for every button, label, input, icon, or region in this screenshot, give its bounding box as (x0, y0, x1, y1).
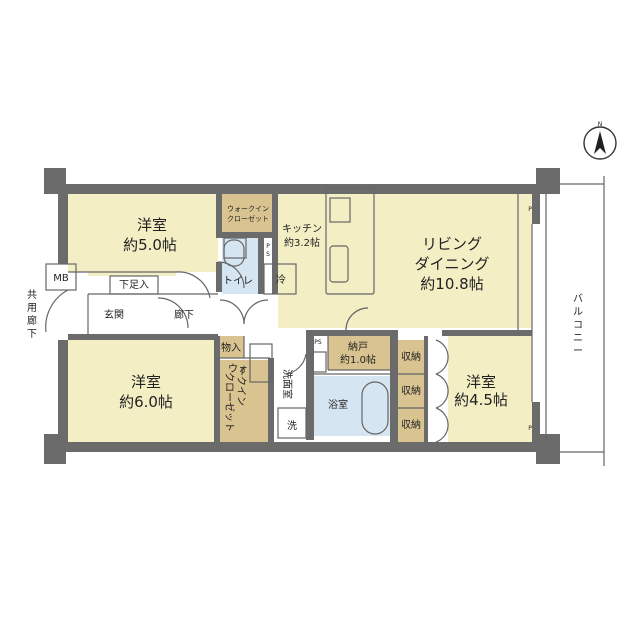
balcony-char-1: バ (573, 293, 583, 305)
common-corridor-label: 共 用 廊 下 (27, 289, 37, 340)
common-corridor-char-3: 廊 (27, 314, 37, 327)
storeroom-name: 納戸 (348, 340, 368, 353)
balcony-char-4: ニ (573, 333, 583, 344)
common-corridor-char-1: 共 (27, 289, 37, 301)
ps-symbol-p: P (266, 243, 270, 250)
living-dining-line1: リビング (422, 235, 482, 253)
toilet-label: トイレ (223, 276, 253, 287)
room-fill-wic-bottom (218, 360, 270, 442)
balcony-char-2: ル (573, 307, 583, 318)
bathroom-label: 浴室 (328, 398, 348, 411)
washer-symbol: 洗 (287, 420, 297, 432)
washroom-label: 洗面室 (281, 369, 294, 399)
room-fill-bath (314, 376, 394, 436)
fridge-symbol: 冷 (276, 273, 286, 286)
western-room-3-size: 約4.5帖 (454, 391, 508, 409)
wic-bottom-line3: クローゼット (223, 372, 235, 432)
balcony-label: バ ル コ ニ ー (573, 293, 583, 357)
balcony-char-3: コ (573, 320, 583, 331)
compass-rose: N (583, 121, 617, 160)
western-room-1-name: 洋室 (137, 216, 167, 234)
storage-label-2: 収納 (401, 384, 421, 397)
storeroom-size: 約1.0帖 (340, 353, 376, 366)
shoe-box-label: 下足入 (119, 279, 149, 291)
wic-bottom-label: ウォ ークイン クローゼット (223, 363, 248, 432)
room-fill-storage-3 (398, 340, 424, 442)
balcony-char-5: ー (573, 346, 583, 357)
mb-label: MB (53, 273, 69, 284)
storage-small-label: 物入 (221, 341, 241, 354)
common-corridor-char-4: 下 (27, 329, 37, 340)
north-arrow-icon (594, 131, 606, 154)
wic-top-line1: ウォークイン (227, 205, 269, 213)
western-room-1-size: 約5.0帖 (123, 236, 177, 254)
room-fill-toilet (222, 238, 262, 294)
wic-bottom-line1: ウォ (228, 363, 248, 375)
room-fill-western-2 (68, 340, 216, 442)
p-symbol-top: P (528, 206, 532, 213)
room-fill-western-3 (448, 336, 532, 442)
ps-symbol-s: S (266, 251, 270, 258)
room-fill-storage-small (218, 336, 244, 358)
room-fill-western-1b (88, 272, 176, 276)
storage-label-3: 収納 (401, 418, 421, 431)
thin-lines (45, 176, 605, 466)
hallway-label: 廊下 (174, 308, 194, 321)
storage-label-1: 収納 (401, 350, 421, 363)
compass-north-label: N (598, 121, 603, 128)
western-room-3-name: 洋室 (466, 373, 496, 391)
wic-bottom-line2: ークイン (235, 366, 247, 406)
ps-storeroom-symbol: PS (314, 339, 322, 346)
walls (44, 168, 560, 464)
western-room-2-size: 約6.0帖 (119, 393, 173, 411)
living-dining-size: 約10.8帖 (420, 275, 483, 293)
common-corridor-char-2: 用 (27, 303, 37, 314)
kitchen-name: キッチン (282, 223, 322, 235)
room-fill-storeroom (328, 336, 390, 370)
p-symbol-bottom: P (528, 425, 532, 432)
wic-top-line2: クローゼット (227, 214, 269, 223)
kitchen-size: 約3.2帖 (284, 236, 320, 249)
living-dining-line2: ダイニング (414, 255, 489, 273)
entrance-label: 玄関 (104, 308, 124, 321)
western-room-2-name: 洋室 (131, 373, 161, 391)
room-fill-western-1 (68, 194, 218, 272)
room-fill-wic-top (220, 194, 276, 234)
